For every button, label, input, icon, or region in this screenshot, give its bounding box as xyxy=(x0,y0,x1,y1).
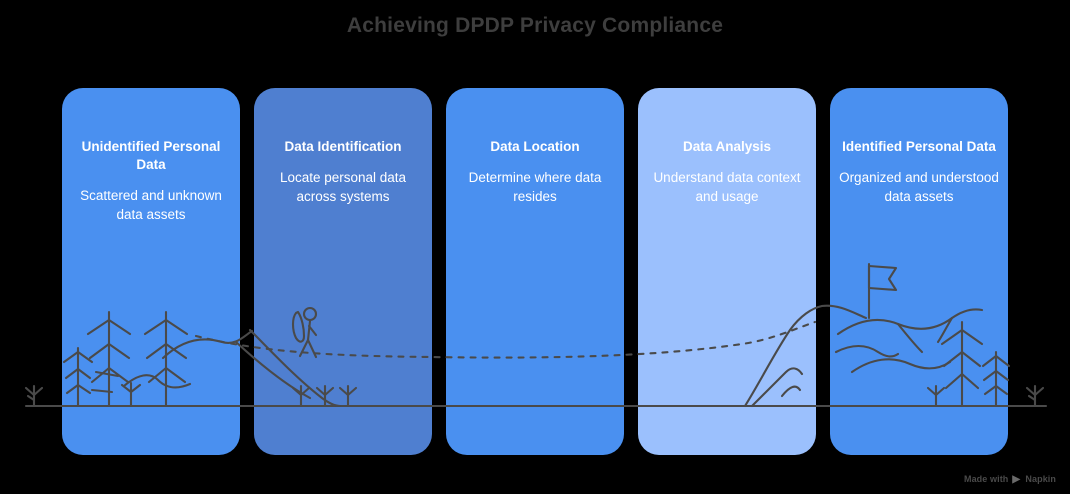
stage-panel-4[interactable]: Data Analysis Understand data context an… xyxy=(638,88,816,455)
napkin-play-icon: ▶ xyxy=(1012,473,1021,485)
panel-1-heading: Unidentified Personal Data xyxy=(81,139,221,173)
panel-5-heading: Identified Personal Data xyxy=(842,139,996,154)
panel-1-text-block: Unidentified Personal Data Scattered and… xyxy=(70,138,232,225)
panel-4-heading: Data Analysis xyxy=(682,139,772,154)
shrub-outside-right xyxy=(1025,384,1045,408)
panel-3-description: Determine where data resides xyxy=(468,170,602,204)
panel-4-description: Understand data context and usage xyxy=(653,170,801,204)
panel-5-text-block: Identified Personal Data Organized and u… xyxy=(838,138,1000,206)
page-title: Achieving DPDP Privacy Compliance xyxy=(346,14,724,37)
panel-3-text-block: Data Location Determine where data resid… xyxy=(454,138,616,206)
watermark-brand: Napkin xyxy=(1025,474,1056,484)
panel-5-description: Organized and understood data assets xyxy=(839,170,999,204)
stage-panel-3[interactable]: Data Location Determine where data resid… xyxy=(446,88,624,455)
stage-panel-1[interactable]: Unidentified Personal Data Scattered and… xyxy=(62,88,240,455)
stage-panel-5[interactable]: Identified Personal Data Organized and u… xyxy=(830,88,1008,455)
watermark-prefix: Made with xyxy=(963,474,1009,484)
panel-1-description: Scattered and unknown data assets xyxy=(80,188,222,223)
shrub-outside-left xyxy=(24,384,44,408)
panel-2-heading: Data Identification xyxy=(284,139,402,154)
stage-panel-2[interactable]: Data Identification Locate personal data… xyxy=(254,88,432,455)
panel-4-text-block: Data Analysis Understand data context an… xyxy=(646,138,808,206)
napkin-watermark: Made with ▶ Napkin xyxy=(964,474,1056,484)
panel-3-heading: Data Location xyxy=(490,139,580,154)
panel-2-description: Locate personal data across systems xyxy=(279,170,407,204)
panel-2-text-block: Data Identification Locate personal data… xyxy=(262,138,424,206)
